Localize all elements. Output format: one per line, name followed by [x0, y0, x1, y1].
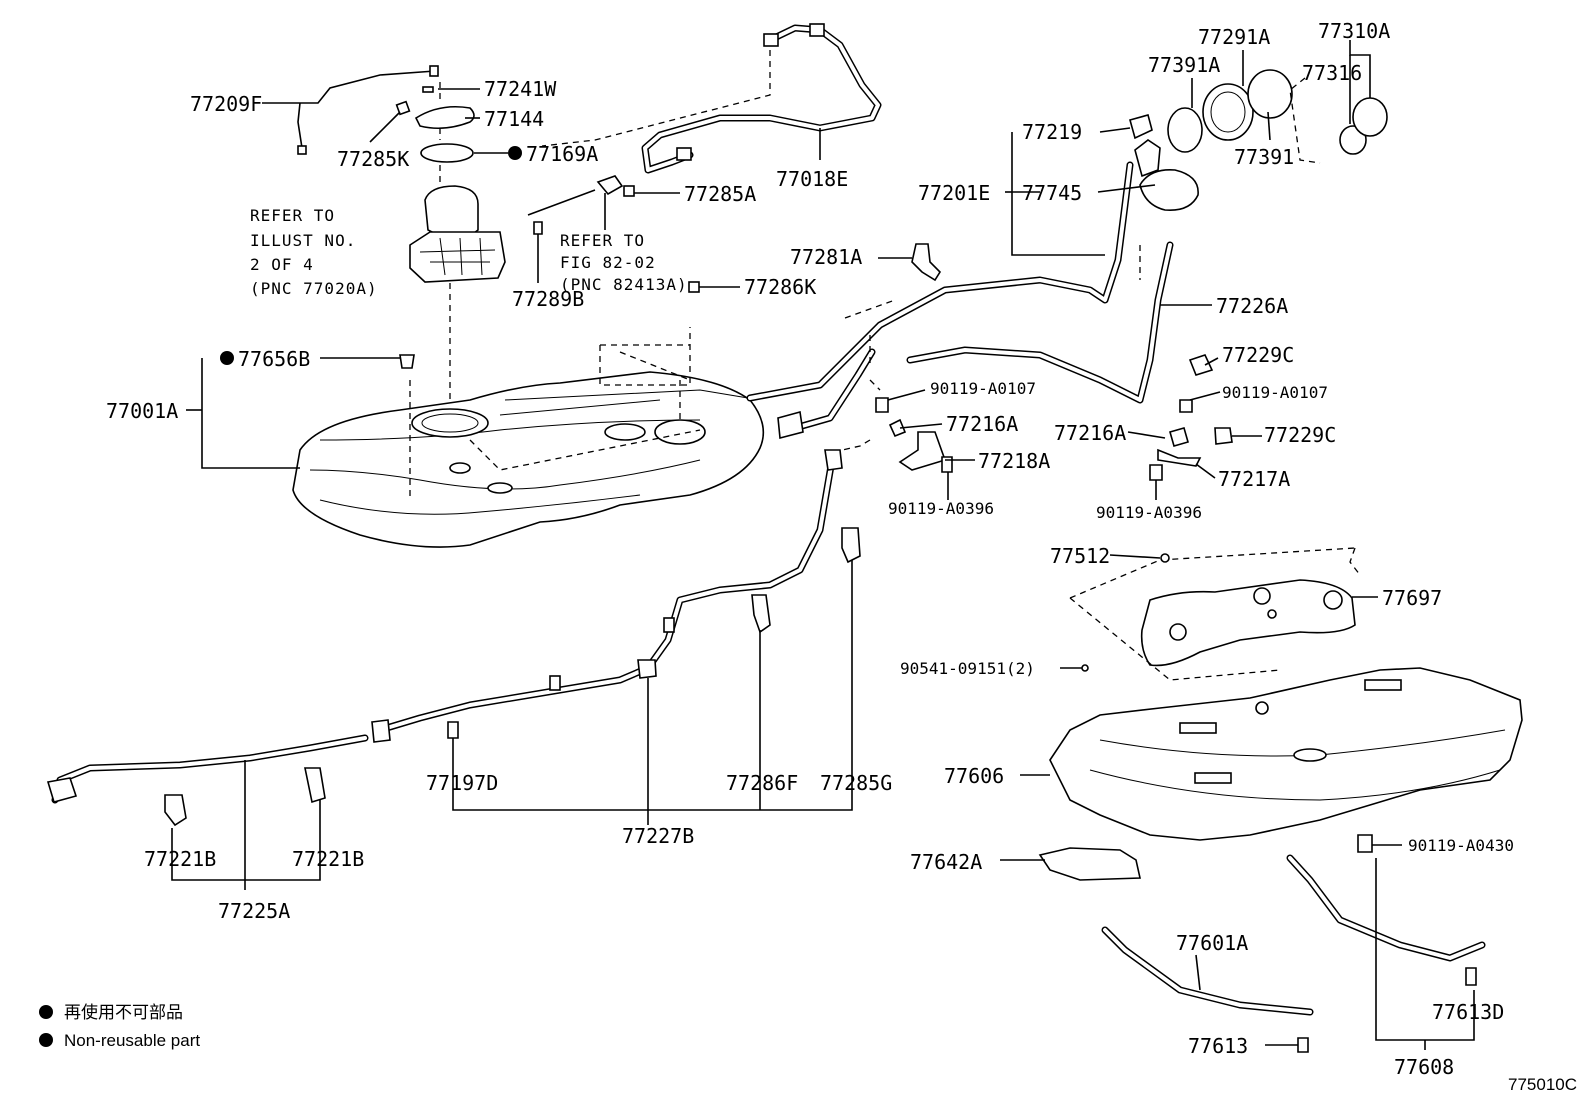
filler-cap-drawing	[1129, 69, 1388, 280]
label-77241W: 77241W	[484, 77, 557, 101]
label-77285K: 77285K	[337, 147, 409, 171]
refer-note-line: REFER TO	[560, 231, 645, 250]
legend-japanese: 再使用不可部品	[64, 1002, 183, 1022]
protector-77697-drawing	[1069, 547, 1361, 681]
bracket-77281A-drawing	[911, 243, 942, 282]
label-77216A-left: 77216A	[946, 412, 1018, 436]
label-90119-A0396-right: 90119-A0396	[1096, 503, 1202, 522]
label-77018E: 77018E	[776, 167, 848, 191]
refer-note-fig: REFER TO FIG 82-02 (PNC 82413A)	[560, 231, 688, 294]
label-77391: 77391	[1234, 145, 1294, 169]
label-77512: 77512	[1050, 544, 1110, 568]
pipe-77225A-drawing	[46, 734, 369, 827]
legend-dot-icon	[39, 1005, 53, 1019]
label-77613: 77613	[1188, 1034, 1248, 1058]
legend: 再使用不可部品 Non-reusable part	[39, 1002, 200, 1050]
label-77209F: 77209F	[190, 92, 262, 116]
label-77391A: 77391A	[1148, 53, 1220, 77]
label-90119-A0107-left: 90119-A0107	[930, 379, 1036, 398]
label-77226A: 77226A	[1216, 294, 1288, 318]
non-reusable-marker-77656B	[220, 351, 234, 365]
label-77218A: 77218A	[978, 449, 1050, 473]
refer-note-line: 2 OF 4	[250, 255, 314, 274]
label-77201E: 77201E	[918, 181, 990, 205]
label-77225A: 77225A	[218, 899, 290, 923]
protector-77642A-drawing	[1038, 847, 1141, 881]
label-90119-A0430: 90119-A0430	[1408, 836, 1514, 855]
part-labels: 77209F 77241W 77144 77285K 77169A 77018E…	[106, 19, 1514, 1079]
under-cover-77606-drawing	[1049, 667, 1523, 853]
label-77697: 77697	[1382, 586, 1442, 610]
label-77745: 77745	[1022, 181, 1082, 205]
refer-note-illust: REFER TO ILLUST NO. 2 OF 4 (PNC 77020A)	[250, 206, 378, 298]
refer-note-line: (PNC 77020A)	[250, 279, 378, 298]
tank-straps-drawing	[1101, 854, 1486, 1053]
label-77656B: 77656B	[238, 347, 310, 371]
label-77285A: 77285A	[684, 182, 756, 206]
label-77219: 77219	[1022, 120, 1082, 144]
clips-brackets-drawing	[824, 354, 1233, 481]
label-90541-09151: 90541-09151(2)	[900, 659, 1035, 678]
refer-note-line: ILLUST NO.	[250, 231, 356, 250]
diagram-code: 775010C	[1508, 1075, 1577, 1094]
label-77286K: 77286K	[744, 275, 816, 299]
label-77221B-right: 77221B	[292, 847, 364, 871]
refer-note-line: FIG 82-02	[560, 253, 656, 272]
label-77613D: 77613D	[1432, 1000, 1504, 1024]
label-77197D: 77197D	[426, 771, 498, 795]
pipe-77227B-drawing	[371, 449, 861, 743]
non-reusable-marker-77169A	[508, 146, 522, 160]
label-90119-A0107-right: 90119-A0107	[1222, 383, 1328, 402]
label-77229C-upper: 77229C	[1222, 343, 1294, 367]
label-77221B-left: 77221B	[144, 847, 216, 871]
label-77169A: 77169A	[526, 142, 598, 166]
label-77229C-lower: 77229C	[1264, 423, 1336, 447]
fuel-pump-assembly-drawing	[297, 65, 506, 410]
label-77601A: 77601A	[1176, 931, 1248, 955]
label-77281A: 77281A	[790, 245, 862, 269]
label-77216A-right: 77216A	[1054, 421, 1126, 445]
label-77608: 77608	[1394, 1055, 1454, 1079]
refer-note-line: (PNC 82413A)	[560, 275, 688, 294]
label-77286F: 77286F	[726, 771, 798, 795]
fill-pipe-77201E-drawing	[746, 139, 1174, 440]
label-77606: 77606	[944, 764, 1004, 788]
refer-note-line: REFER TO	[250, 206, 335, 225]
label-77144: 77144	[484, 107, 544, 131]
label-77310A: 77310A	[1318, 19, 1390, 43]
legend-english: Non-reusable part	[64, 1031, 200, 1050]
label-77316: 77316	[1302, 61, 1362, 85]
label-77217A: 77217A	[1218, 467, 1290, 491]
label-77285G: 77285G	[820, 771, 892, 795]
label-77001A: 77001A	[106, 399, 178, 423]
label-90119-A0396-left: 90119-A0396	[888, 499, 994, 518]
leader-lines	[171, 40, 1475, 1050]
label-77289B: 77289B	[512, 287, 584, 311]
label-77291A: 77291A	[1198, 25, 1270, 49]
fuel-tank-77001A-drawing	[292, 327, 765, 548]
legend-dot-icon	[39, 1033, 53, 1047]
label-77227B: 77227B	[622, 824, 694, 848]
label-77642A: 77642A	[910, 850, 982, 874]
